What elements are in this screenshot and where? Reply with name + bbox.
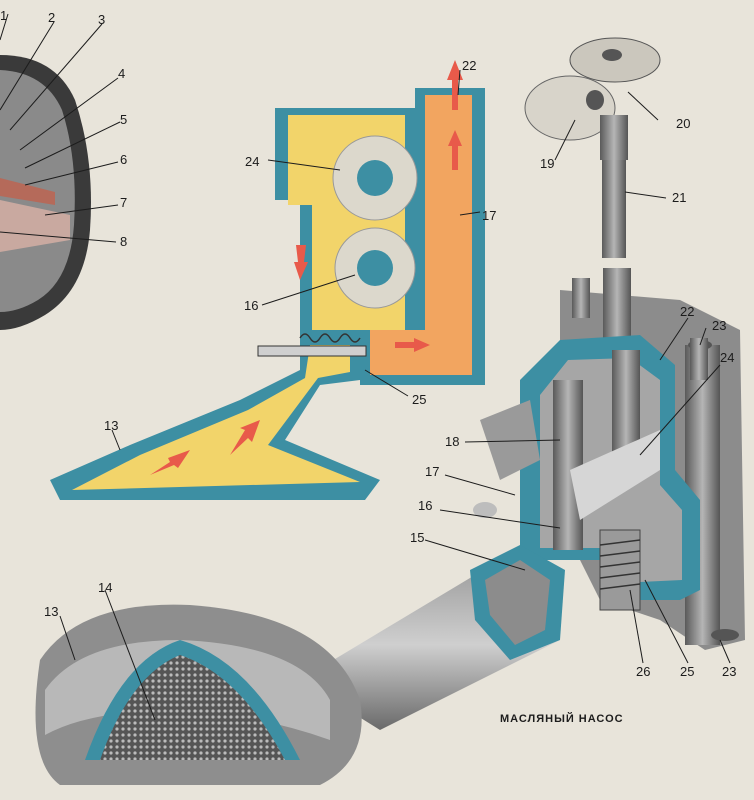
label-3: 3 [98,12,105,27]
label-16-assembly: 16 [418,498,432,513]
label-22-schematic: 22 [462,58,476,73]
label-15: 15 [410,530,424,545]
pump-schematic [50,60,485,500]
intake-pipe [300,545,565,730]
label-19: 19 [540,156,554,171]
label-23-bottom: 23 [722,664,736,679]
drive-gear-pair [524,37,661,258]
label-7: 7 [120,195,127,210]
label-16-schematic: 16 [244,298,258,313]
label-2: 2 [48,10,55,25]
label-8: 8 [120,234,127,249]
label-20: 20 [676,116,690,131]
label-24-assembly: 24 [720,350,734,365]
label-21: 21 [672,190,686,205]
label-14: 14 [98,580,112,595]
label-6: 6 [120,152,127,167]
label-22-assembly: 22 [680,304,694,319]
caption: МАСЛЯНЫЙ НАСОС [500,712,624,725]
label-25-schematic: 25 [412,392,426,407]
label-24-schematic: 24 [245,154,259,169]
drive-shaft [602,160,626,258]
label-13-strainer: 13 [44,604,58,619]
strainer-mesh [100,655,285,760]
label-5: 5 [120,112,127,127]
flow-arrows [150,60,463,475]
label-1: 1 [0,8,7,23]
label-13-schematic: 13 [104,418,118,433]
label-26: 26 [636,664,650,679]
label-23-top: 23 [712,318,726,333]
pump-assembly [473,268,745,650]
label-25-assembly: 25 [680,664,694,679]
label-17-assembly: 17 [425,464,439,479]
engine-fragment [0,55,91,330]
label-4: 4 [118,66,125,81]
oil-strainer [35,604,362,785]
label-18: 18 [445,434,459,449]
leader-lines [0,13,731,721]
part-labels: 1 2 3 4 5 6 7 8 22 24 17 16 25 13 20 19 … [0,8,736,679]
label-17-schematic: 17 [482,208,496,223]
